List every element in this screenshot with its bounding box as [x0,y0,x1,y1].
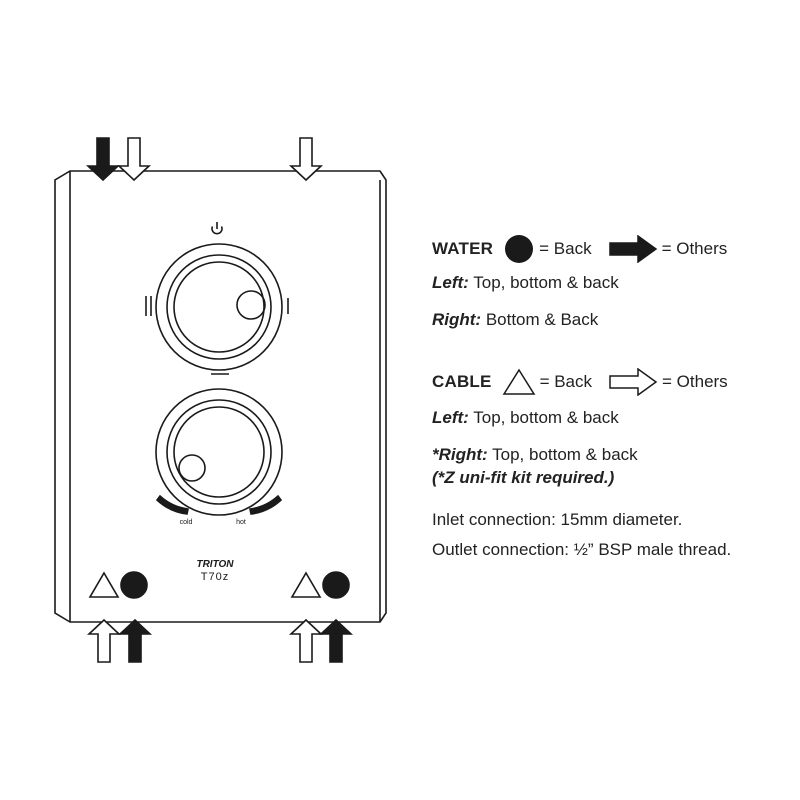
water-arrow-bottom-right [320,619,352,663]
water-right-note: Right: Bottom & Back [432,310,598,330]
cable-back-label: = Back [539,372,593,391]
brand-logo: TRITON [196,559,234,570]
cable-others-label: = Others [662,372,728,391]
cable-left-note: Left: Top, bottom & back [432,408,619,428]
water-left-text: Top, bottom & back [468,273,619,292]
cable-others-arrow-icon [609,368,658,396]
cable-right-note: *Right: Top, bottom & back [432,445,638,465]
water-others-arrow-icon [608,235,657,263]
water-arrow-bottom-left [119,619,151,663]
cable-legend-row: CABLE = Back = Others [432,368,734,396]
water-back-label: = Back [539,239,592,258]
water-heading: WATER [432,239,494,258]
water-back-entry-right [322,571,350,599]
cable-back-entry-right [290,571,322,598]
water-arrow-top-left [87,137,119,181]
cable-left-text: Top, bottom & back [468,408,619,427]
water-left-note: Left: Top, bottom & back [432,273,619,293]
bottom-arrows [88,619,352,663]
power-icon [211,222,223,235]
water-back-entry-left [120,571,148,599]
temperature-dial [155,388,283,516]
model-label: T70z [201,571,229,583]
water-legend-row: WATER = Back = Others [432,233,733,265]
water-right-side: Right: [432,310,482,329]
cable-heading: CABLE [432,372,492,391]
cable-arrow-top-right [290,137,322,181]
inlet-spec: Inlet connection: 15mm diameter. [432,510,683,529]
water-right-text: Bottom & Back [481,310,599,329]
outlet-spec: Outlet connection: ½” BSP male thread. [432,540,732,559]
top-arrows [87,137,322,181]
water-back-circle-icon [505,235,534,263]
bottom-left-entries [88,571,148,599]
cable-arrow-top-left [118,137,150,181]
cold-label: cold [180,519,193,526]
cable-arrow-bottom-left [88,619,120,663]
cable-left-side: Left: [432,408,469,427]
bottom-right-entries [290,571,350,599]
cable-back-triangle-icon [502,368,535,395]
unit-casing [54,170,387,623]
water-left-side: Left: [432,273,469,292]
cable-right-side: *Right: [432,445,488,464]
cable-back-entry-left [88,571,120,598]
cable-right-text: Top, bottom & back [487,445,638,464]
hot-label: hot [236,519,246,526]
cable-arrow-bottom-right [290,619,322,663]
water-others-label: = Others [661,239,728,258]
cable-kit-note: (*Z uni-fit kit required.) [432,468,615,487]
power-dial [145,243,289,375]
